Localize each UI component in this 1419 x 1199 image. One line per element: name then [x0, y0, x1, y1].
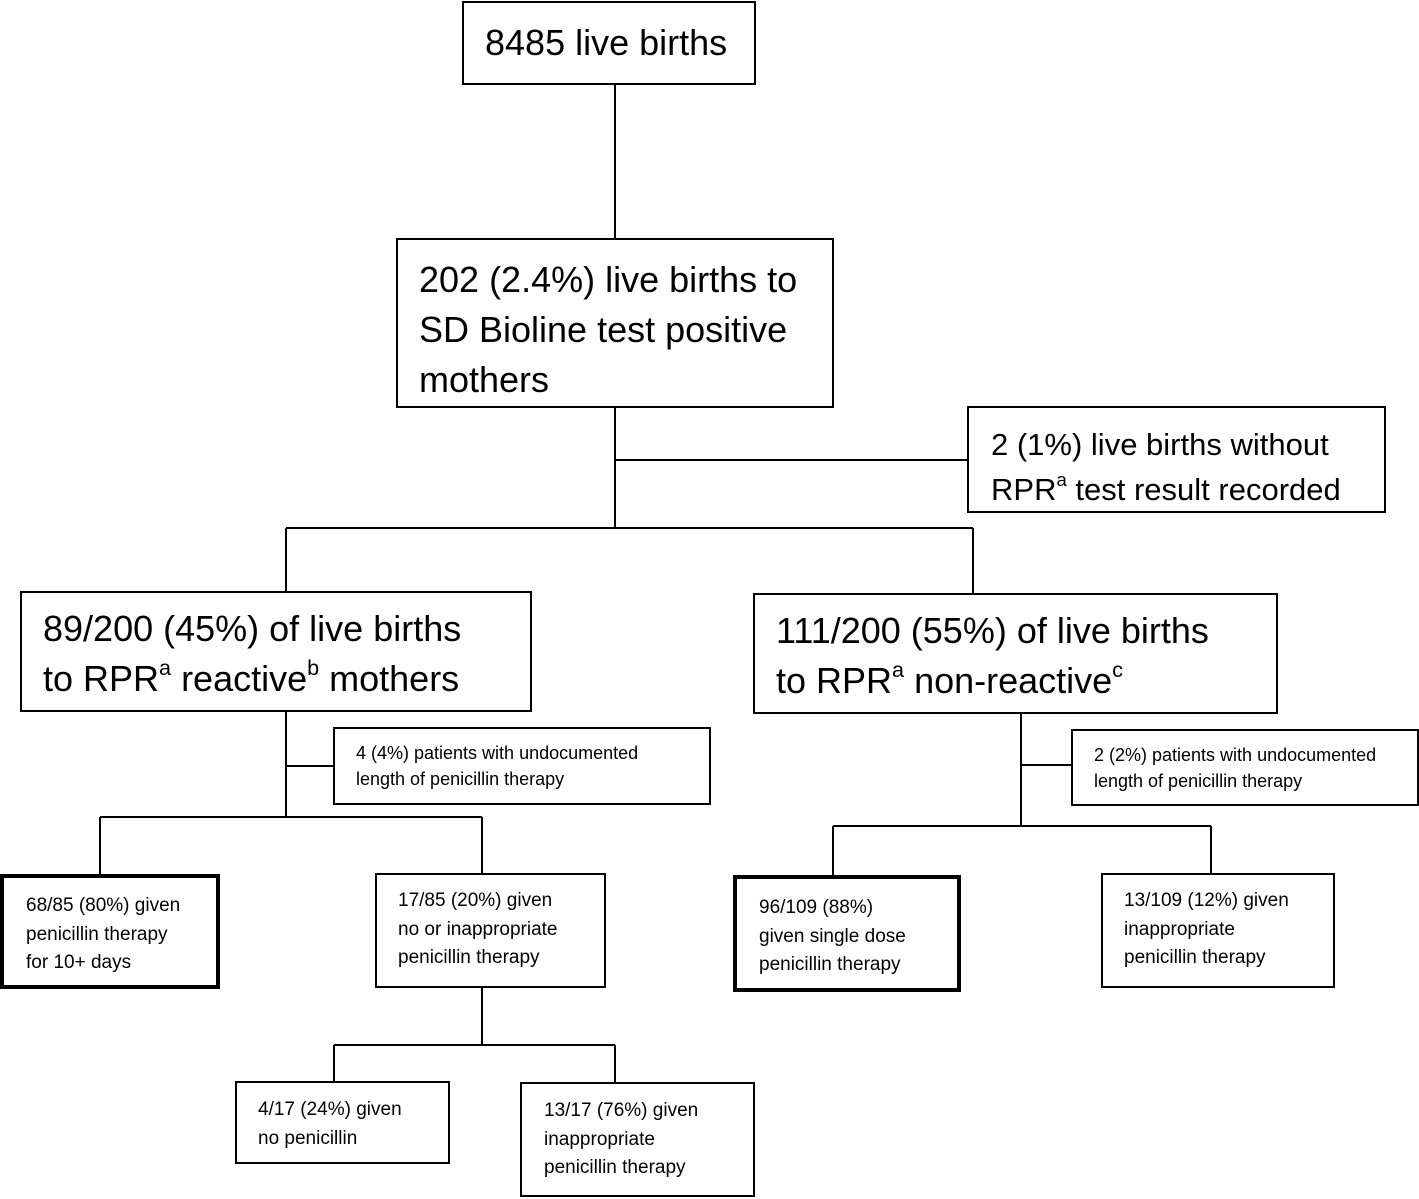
box-text: 13/109 (12%) given	[1124, 890, 1289, 911]
single-dose-therapy-box: 96/109 (88%) given single dose penicilli…	[733, 875, 961, 992]
inappropriate-therapy-109-box: 13/109 (12%) given inappropriate penicil…	[1101, 873, 1335, 988]
sd-bioline-positive-box: 202 (2.4%) live births to SD Bioline tes…	[396, 238, 834, 408]
box-text: inappropriate	[1124, 918, 1235, 940]
box-text: 111/200 (55%) of live births	[776, 610, 1209, 651]
box-text: to RPRa non-reactivec	[776, 656, 1123, 701]
no-rpr-result-box: 2 (1%) live births without RPRa test res…	[967, 406, 1386, 513]
total-live-births-box: 8485 live births	[462, 1, 756, 85]
box-text: 17/85 (20%) given	[398, 890, 553, 911]
box-text: 202 (2.4%) live births to	[419, 259, 798, 300]
box-text: no or inappropriate	[398, 918, 558, 940]
box-text: for 10+ days	[26, 952, 132, 973]
box-text: 2 (2%) patients with undocumented	[1094, 745, 1377, 765]
box-text: no penicillin	[258, 1127, 358, 1149]
box-text: to RPRa reactiveb mothers	[43, 654, 460, 699]
no-or-inappropriate-therapy-box: 17/85 (20%) given no or inappropriate pe…	[375, 873, 606, 988]
rpr-nonreactive-box: 111/200 (55%) of live births to RPRa non…	[753, 593, 1278, 714]
box-text: 89/200 (45%) of live births	[43, 608, 462, 649]
inappropriate-therapy-17-box: 13/17 (76%) given inappropriate penicill…	[520, 1082, 755, 1197]
box-text: length of penicillin therapy	[356, 769, 565, 789]
box-text: penicillin therapy	[544, 1157, 686, 1178]
box-text: 4 (4%) patients with undocumented	[356, 743, 639, 763]
box-text: 13/17 (76%) given	[544, 1100, 699, 1121]
box-text: inappropriate	[544, 1128, 655, 1150]
box-text: length of penicillin therapy	[1094, 771, 1303, 791]
undocumented-therapy-right-box: 2 (2%) patients with undocumented length…	[1071, 729, 1419, 806]
box-text: 4/17 (24%) given	[258, 1099, 402, 1120]
box-text: mothers	[419, 359, 550, 400]
no-penicillin-box: 4/17 (24%) given no penicillin	[235, 1081, 450, 1164]
box-text: penicillin therapy	[26, 923, 168, 945]
penicillin-10-days-box: 68/85 (80%) given penicillin therapy for…	[0, 874, 220, 989]
box-text: 8485 live births	[485, 22, 728, 63]
box-text: SD Bioline test positive	[419, 309, 788, 350]
box-text: RPRa test result recorded	[991, 469, 1341, 507]
box-text: 68/85 (80%) given	[26, 895, 181, 916]
box-text: 96/109 (88%)	[759, 897, 874, 918]
undocumented-therapy-left-box: 4 (4%) patients with undocumented length…	[333, 727, 711, 805]
box-text: 2 (1%) live births without	[991, 427, 1329, 462]
box-text: penicillin therapy	[398, 947, 540, 968]
rpr-reactive-box: 89/200 (45%) of live births to RPRa reac…	[20, 591, 532, 712]
box-text: given single dose	[759, 925, 906, 947]
box-text: penicillin therapy	[1124, 947, 1266, 968]
box-text: penicillin therapy	[759, 954, 901, 975]
